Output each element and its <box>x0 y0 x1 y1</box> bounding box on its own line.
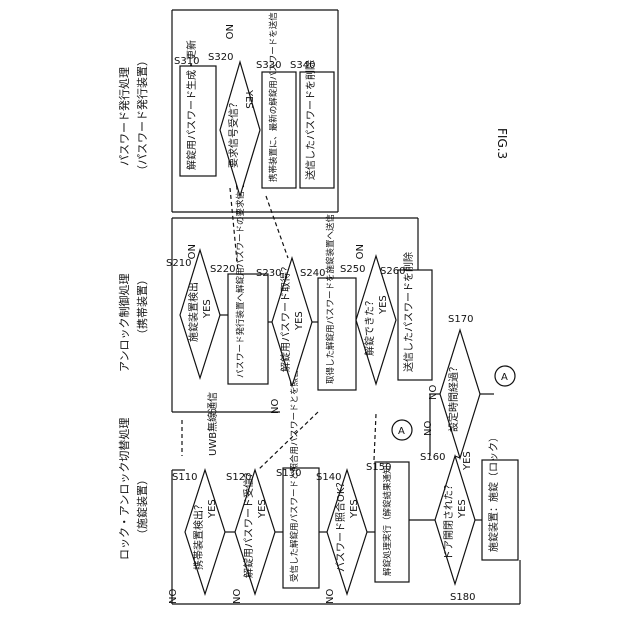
s260-id: S260 <box>380 266 405 277</box>
s140-yes: YES <box>349 499 360 519</box>
process-s220 <box>228 274 268 384</box>
s330-text: 携帯装置に、最新の解錠用パスワードを送信 <box>268 12 279 182</box>
s130-id: S130 <box>276 468 301 479</box>
s250-no: NO <box>353 244 364 259</box>
s150-id: S150 <box>366 462 391 473</box>
s160-text: ドア開閉された？ <box>443 480 455 560</box>
s250-yes: YES <box>378 295 389 315</box>
process-s330 <box>262 72 296 188</box>
connector-a-label: A <box>398 426 405 437</box>
s160-yes: YES <box>457 499 468 519</box>
dashed-link <box>266 196 288 258</box>
decision-s320 <box>220 62 260 196</box>
s150-text: 解錠処理実行（解錠結果通知） <box>382 457 393 576</box>
s310-id: S310 <box>174 56 199 67</box>
s170-text: 設定時間経過？ <box>447 362 460 432</box>
s110-yes: YES <box>207 499 218 519</box>
s170-id: S170 <box>448 314 473 325</box>
s340-text: 送信したパスワードを削除 <box>304 60 317 180</box>
decision-s120 <box>235 470 275 594</box>
lane-unlock-subtitle: （携帯装置） <box>135 274 149 340</box>
lane-lock-subtitle: （施錠装置） <box>135 474 149 540</box>
process-s240 <box>318 278 356 390</box>
s230-yes: YES <box>294 311 305 331</box>
decision-s160 <box>435 456 475 584</box>
decision-s110 <box>185 470 225 594</box>
s230-no: NO <box>270 399 281 414</box>
s320-text: 要求信号受信？ <box>228 98 240 168</box>
connector-a-upper-label: A <box>501 372 508 383</box>
lane-pw-title: パスワード発行処理 <box>117 67 131 166</box>
s120-no: NO <box>232 589 243 604</box>
s250-id: S250 <box>340 264 365 275</box>
s240-text: 取得した解錠用パスワードを施錠装置へ送信 <box>325 213 336 384</box>
uwb-label: UWB無線通信 <box>206 392 219 456</box>
s120-id: S120 <box>226 472 251 483</box>
s120-text: 解錠用パスワード受信？ <box>242 468 255 578</box>
s320-yes: YES <box>243 89 254 109</box>
s220-text: パスワード発行装置へ解錠用パスワードの要求信号送信 <box>235 165 246 378</box>
lane-unlock-title: アンロック制御処理 <box>117 273 131 372</box>
s160-no: NO <box>423 421 434 436</box>
process-s310 <box>180 66 216 176</box>
s180-id: S180 <box>450 592 475 603</box>
process-s130 <box>283 468 319 588</box>
s240-id: S240 <box>300 268 325 279</box>
s210-yes: YES <box>202 299 213 319</box>
process-s180 <box>482 460 518 560</box>
lane-unlock-control: アンロック制御処理 （携帯装置） 施錠装置検出 S210 NO YES パスワー… <box>117 165 432 414</box>
figure-label: FIG.3 <box>495 128 509 159</box>
s140-id: S140 <box>316 472 341 483</box>
dashed-link <box>258 412 318 470</box>
lane-lock-title: ロック・アンロック切替処理 <box>117 418 131 560</box>
s170-yes: YES <box>462 451 473 471</box>
s180-text: 施錠装置：施錠（ロック） <box>487 432 500 552</box>
s330-id: S330 <box>256 60 281 71</box>
s320-id: S320 <box>208 52 233 63</box>
s110-id: S110 <box>172 472 197 483</box>
s160-id: S160 <box>420 452 445 463</box>
s110-text: 携帯装置検出？ <box>192 500 205 570</box>
s210-text: 施錠装置検出 <box>187 282 200 342</box>
dashed-link <box>374 414 376 460</box>
s220-id: S220 <box>210 264 235 275</box>
s110-no: NO <box>168 589 179 604</box>
s140-no: NO <box>325 589 336 604</box>
lane-pw-subtitle: （パスワード発行装置） <box>135 55 149 176</box>
s250-text: 解錠できた？ <box>363 296 376 356</box>
s120-yes: YES <box>257 499 268 519</box>
s320-no: NO <box>223 24 234 39</box>
decision-s170 <box>440 330 480 458</box>
s140-text: パスワード照合OK？ <box>334 478 347 572</box>
lane-password-issue: パスワード発行処理 （パスワード発行装置） 解錠用パスワード生成・更新 S310… <box>117 10 338 212</box>
s210-id: S210 <box>166 258 191 269</box>
s230-id: S230 <box>256 268 281 279</box>
decision-s140 <box>327 470 367 594</box>
s340-id: S340 <box>290 60 315 71</box>
s210-no: NO <box>185 244 196 259</box>
